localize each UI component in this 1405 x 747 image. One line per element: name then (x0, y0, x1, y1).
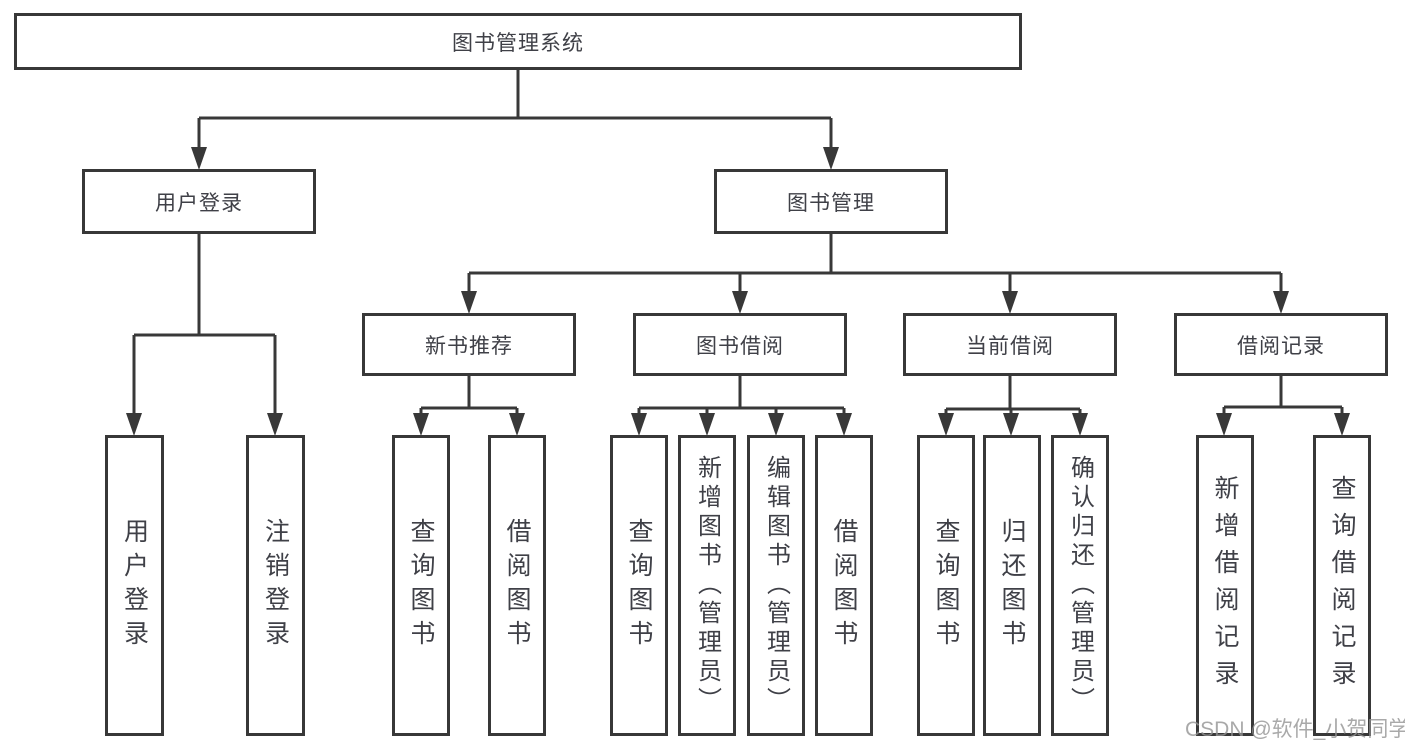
node-label: 图书管理系统 (452, 31, 584, 55)
arrow-down-icon (938, 413, 954, 436)
arrow-down-icon (1003, 413, 1019, 436)
node-label: 新书推荐 (425, 334, 513, 358)
leaf-query-books-current: 查询图书 (917, 435, 975, 736)
node-label: 新增图书（管理员） (693, 455, 721, 716)
leaf-query-books-borrowing: 查询图书 (610, 435, 668, 736)
leaf-user-login: 用户登录 (105, 435, 164, 736)
node-label: 用户登录 (155, 191, 243, 215)
leaf-edit-book-admin: 编辑图书（管理员） (747, 435, 805, 736)
node-label: 图书借阅 (696, 334, 784, 358)
arrow-down-icon (768, 413, 784, 436)
node-label: 用户登录 (120, 517, 149, 654)
arrow-down-icon (1273, 291, 1289, 314)
node-label: 借阅图书 (830, 517, 858, 654)
leaf-borrow-books: 借阅图书 (815, 435, 873, 736)
node-label: 当前借阅 (966, 334, 1054, 358)
arrow-down-icon (1216, 413, 1232, 436)
arrow-down-icon (836, 413, 852, 436)
arrow-down-icon (509, 413, 525, 436)
connector-arrows (126, 147, 1350, 436)
node-label: 图书管理 (787, 191, 875, 215)
node-label: 查询借阅记录 (1328, 474, 1356, 697)
node-label: 查询图书 (625, 517, 653, 654)
arrow-down-icon (126, 413, 142, 436)
arrow-down-icon (413, 413, 429, 436)
node-label: 编辑图书（管理员） (762, 455, 790, 716)
arrow-down-icon (267, 413, 283, 436)
arrow-down-icon (732, 291, 748, 314)
node-label: 注销登录 (261, 517, 290, 654)
node-label: 归还图书 (998, 517, 1026, 654)
node-label: 新增借阅记录 (1211, 474, 1239, 697)
leaf-query-borrow-record: 查询借阅记录 (1313, 435, 1371, 736)
arrow-down-icon (191, 147, 207, 170)
arrow-down-icon (631, 413, 647, 436)
leaf-return-books: 归还图书 (983, 435, 1041, 736)
connector-edges (132, 69, 1344, 416)
node-label: 确认归还（管理员） (1066, 455, 1094, 716)
leaf-logout: 注销登录 (246, 435, 305, 736)
node-library-system: 图书管理系统 (14, 13, 1022, 70)
leaf-add-borrow-record: 新增借阅记录 (1196, 435, 1254, 736)
node-user-login: 用户登录 (82, 169, 316, 234)
csdn-watermark: CSDN @软件_小贺同学 (1185, 718, 1405, 741)
node-borrowing-records: 借阅记录 (1174, 313, 1388, 376)
arrow-down-icon (699, 413, 715, 436)
node-book-borrowing: 图书借阅 (633, 313, 847, 376)
leaf-add-book-admin: 新增图书（管理员） (678, 435, 736, 736)
arrow-down-icon (461, 291, 477, 314)
arrow-down-icon (1002, 291, 1018, 314)
arrow-down-icon (1072, 413, 1088, 436)
leaf-borrow-books-recommend: 借阅图书 (488, 435, 546, 736)
leaf-confirm-return-admin: 确认归还（管理员） (1051, 435, 1109, 736)
node-current-borrowing: 当前借阅 (903, 313, 1117, 376)
node-book-management: 图书管理 (714, 169, 948, 234)
node-label: 查询图书 (407, 517, 435, 654)
arrow-down-icon (823, 147, 839, 170)
node-new-book-recommend: 新书推荐 (362, 313, 576, 376)
arrow-down-icon (1334, 413, 1350, 436)
leaf-query-books-recommend: 查询图书 (392, 435, 450, 736)
node-label: 借阅记录 (1237, 334, 1325, 358)
node-label: 借阅图书 (503, 517, 531, 654)
node-label: 查询图书 (932, 517, 960, 654)
